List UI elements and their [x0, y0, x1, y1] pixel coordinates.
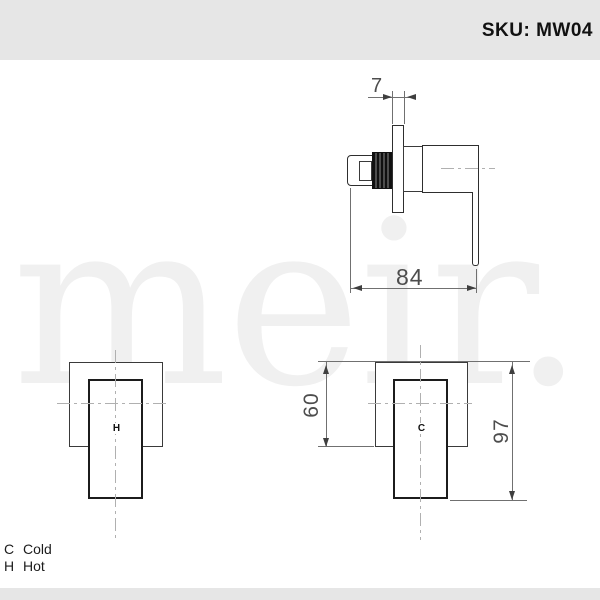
legend-hot-symbol: H: [4, 557, 15, 574]
hot-label: H: [108, 423, 125, 434]
dim7-extension-left: [392, 91, 393, 124]
legend-cold-meaning: Cold: [23, 541, 52, 557]
dim97-line: [512, 362, 513, 500]
cold-label: C: [413, 423, 430, 434]
legend-hot-meaning: Hot: [23, 557, 45, 574]
dim-top-extension: [318, 361, 530, 362]
dim60-arrow-bottom: [323, 438, 329, 450]
sku-label: SKU: MW04: [481, 20, 593, 41]
handle-body-side: [422, 145, 479, 193]
header-band: [0, 0, 600, 60]
side-view-centerline: [441, 168, 495, 169]
dim7-value: 7: [371, 75, 383, 97]
dim84-extension-left: [350, 188, 351, 293]
dim84-line: [350, 288, 476, 289]
hot-centerline-horizontal: [57, 403, 170, 404]
dim84-arrow-left: [350, 285, 362, 291]
threaded-section: [372, 152, 392, 189]
legend-cold-symbol: C: [4, 541, 15, 557]
dim60-line: [326, 362, 327, 447]
dim60-value: 60: [300, 392, 323, 418]
legend-row-cold: C Cold: [4, 541, 52, 558]
dim97-arrow-top: [509, 362, 515, 374]
dim84-extension-right: [476, 269, 477, 293]
dim84-arrow-right: [467, 285, 479, 291]
dim84-value: 84: [396, 264, 424, 290]
dim97-arrow-bottom: [509, 491, 515, 503]
legend-row-hot: H Hot: [4, 558, 52, 575]
footer-band: [0, 588, 600, 600]
dim7-arrow-right: [404, 94, 416, 100]
dim60-bottom-extension: [318, 446, 374, 447]
dim97-bottom-extension: [450, 500, 527, 501]
cold-centerline-vertical: [420, 345, 421, 540]
dim97-value: 97: [490, 418, 513, 444]
escutcheon-neck: [403, 146, 423, 192]
legend: C Cold H Hot: [4, 541, 52, 574]
hot-centerline-vertical: [115, 350, 116, 542]
dim60-arrow-top: [323, 362, 329, 374]
dim7-arrow-left: [383, 94, 395, 100]
dim7-extension-right: [404, 91, 405, 124]
cold-centerline-horizontal: [368, 403, 472, 404]
spindle-tip: [359, 161, 372, 181]
handle-lever-side: [472, 192, 479, 266]
